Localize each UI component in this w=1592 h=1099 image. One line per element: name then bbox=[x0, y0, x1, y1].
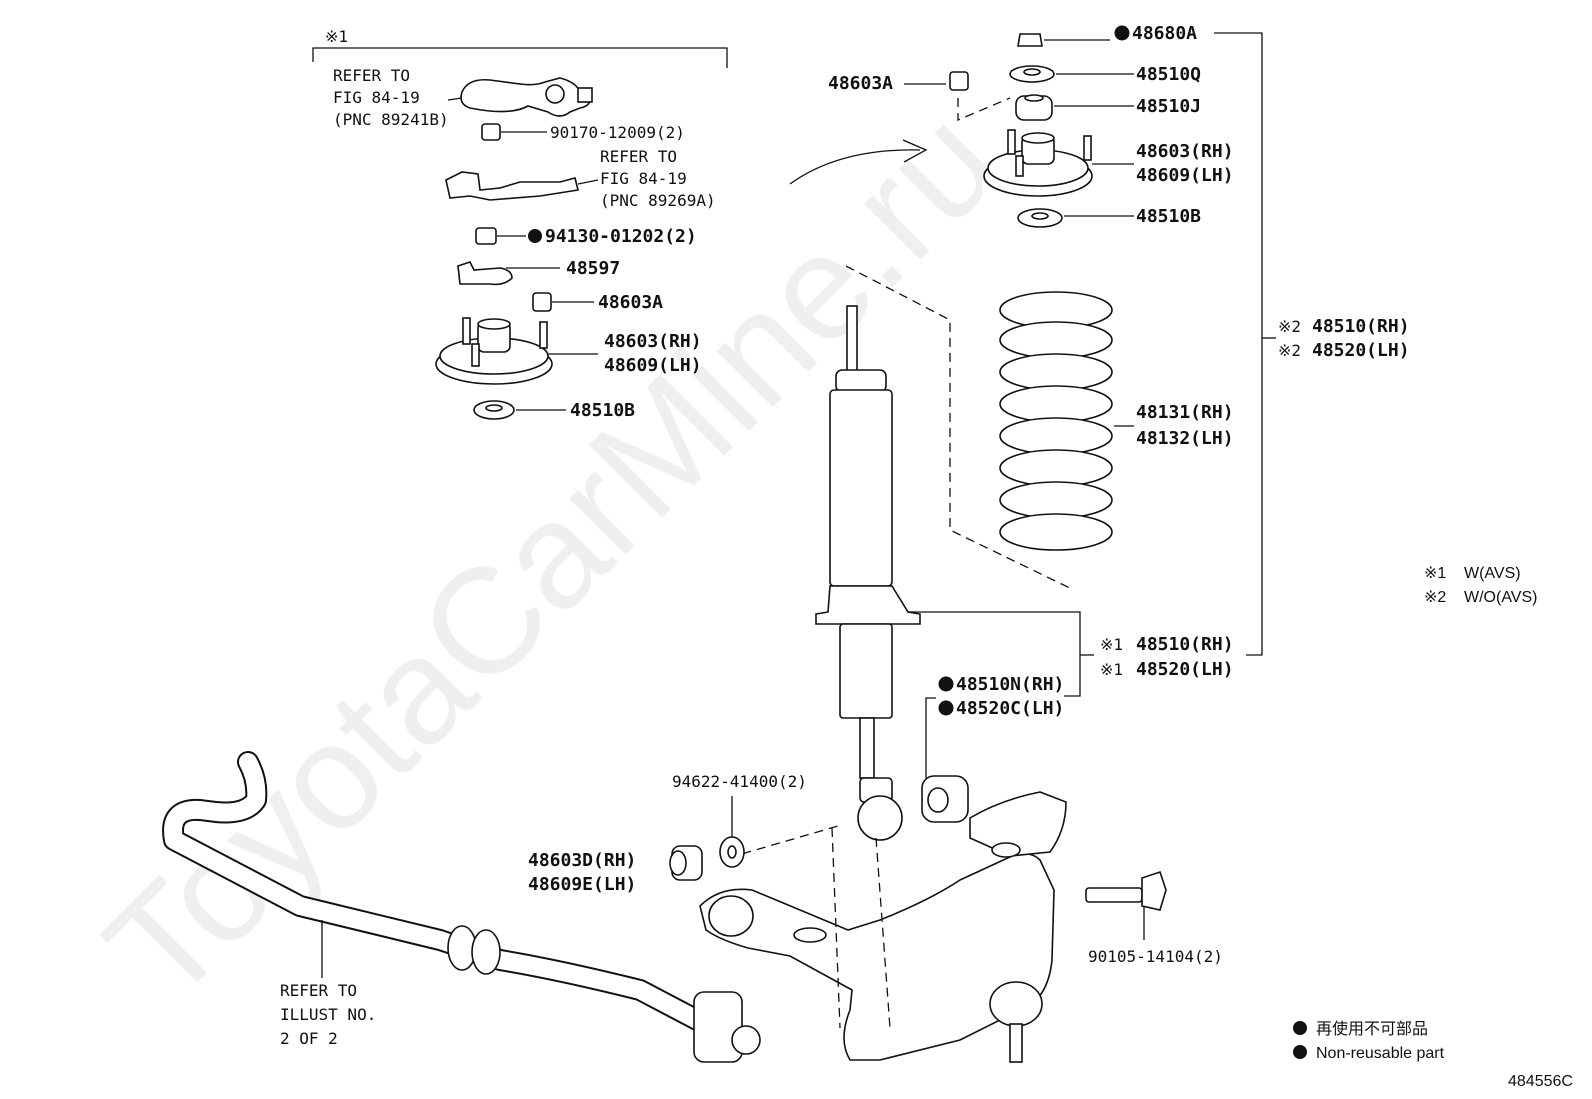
part-48510b-left: 48510B bbox=[570, 400, 635, 421]
refer-illust-2: ILLUST NO. bbox=[280, 1005, 376, 1024]
legend-nonreusable-jp: 再使用不可部品 bbox=[1316, 1020, 1428, 1038]
assembly-wo-avs-rh: 48510(RH) bbox=[1312, 316, 1410, 337]
legend-wo-avs: W/O(AVS) bbox=[1464, 589, 1537, 606]
diagram-id: 484556C bbox=[1508, 1073, 1573, 1090]
bushing-48510n-part bbox=[921, 775, 969, 823]
legend-marker-2: ※2 bbox=[1424, 589, 1446, 606]
part-90170: 90170-12009(2) bbox=[550, 123, 685, 142]
stabilizer-bushing-part bbox=[669, 845, 703, 881]
part-48603a-left: 48603A bbox=[598, 292, 663, 313]
nonreusable-dot-icon bbox=[1114, 25, 1130, 41]
assembly-w-avs-lh: 48520(LH) bbox=[1136, 659, 1234, 680]
part-48680a: 48680A bbox=[1132, 23, 1197, 44]
coil-spring-part bbox=[999, 291, 1113, 551]
part-48510n-rh: 48510N(RH) bbox=[956, 674, 1064, 695]
part-48132-lh: 48132(LH) bbox=[1136, 428, 1234, 449]
height-sensor-part bbox=[460, 77, 593, 117]
refer-label-a-1: REFER TO bbox=[333, 66, 410, 85]
legend-marker-1: ※1 bbox=[1424, 565, 1446, 582]
marker-1-rh: ※1 bbox=[1100, 635, 1123, 654]
nonreusable-dot-icon bbox=[938, 676, 954, 692]
bracket-48597-part bbox=[457, 261, 513, 286]
top-right-group: 48680A 48603A 48510Q 48510J 48603(RH) 48… bbox=[828, 23, 1263, 656]
group-bracket bbox=[312, 47, 728, 68]
sensor-link-part bbox=[445, 171, 579, 201]
nonreusable-dot-icon bbox=[938, 700, 954, 716]
assembly-w-avs-label: ※1 48510(RH) ※1 48520(LH) bbox=[1080, 634, 1234, 680]
refer-illust-1: REFER TO bbox=[280, 981, 357, 1000]
part-48510j: 48510J bbox=[1136, 96, 1201, 117]
refer-illust-3: 2 OF 2 bbox=[280, 1029, 338, 1048]
stabilizer-bar-part bbox=[162, 751, 761, 1063]
part-48520c-lh: 48520C(LH) bbox=[956, 698, 1064, 719]
legend-w-avs: W(AVS) bbox=[1464, 565, 1521, 582]
refer-label-a-3: (PNC 89241B) bbox=[333, 110, 449, 129]
top-left-group: ※1 REFER TO FIG 84-19 (PNC 89241B) 90170… bbox=[312, 27, 728, 421]
part-48510b-right: 48510B bbox=[1136, 206, 1201, 227]
part-48609-lh-right: 48609(LH) bbox=[1136, 165, 1234, 186]
assembly-w-avs-rh: 48510(RH) bbox=[1136, 634, 1234, 655]
nonreusable-dot-icon bbox=[1293, 1045, 1307, 1059]
legend-nonreusable-en: Non-reusable part bbox=[1316, 1045, 1445, 1062]
part-48609e-lh: 48609E(LH) bbox=[528, 874, 636, 895]
part-48603-rh-right: 48603(RH) bbox=[1136, 141, 1234, 162]
nonreusable-dot-icon bbox=[528, 229, 542, 243]
legend: ※1 W(AVS) ※2 W/O(AVS) 再使用不可部品 Non-reusab… bbox=[1293, 565, 1537, 1062]
bolt-90105-part bbox=[1085, 870, 1167, 911]
nonreusable-dot-icon bbox=[1293, 1021, 1307, 1035]
part-48131-rh: 48131(RH) bbox=[1136, 402, 1234, 423]
refer-label-a-2: FIG 84-19 bbox=[333, 88, 420, 107]
part-48603-rh-left: 48603(RH) bbox=[604, 331, 702, 352]
group-marker: ※1 bbox=[325, 27, 348, 46]
part-48597: 48597 bbox=[566, 258, 620, 279]
refer-label-b-2: FIG 84-19 bbox=[600, 169, 687, 188]
marker-1-lh: ※1 bbox=[1100, 660, 1123, 679]
part-48603d-rh: 48603D(RH) bbox=[528, 850, 636, 871]
marker-2-lh: ※2 bbox=[1278, 341, 1301, 360]
part-94622: 94622-41400(2) bbox=[672, 772, 807, 791]
assembly-wo-avs-lh: 48520(LH) bbox=[1312, 340, 1410, 361]
part-48609-lh-left: 48609(LH) bbox=[604, 355, 702, 376]
refer-label-b-1: REFER TO bbox=[600, 147, 677, 166]
nut-94130-icon bbox=[475, 227, 497, 245]
lower-arm-part bbox=[699, 791, 1067, 1063]
nut-48603a-icon bbox=[532, 292, 552, 312]
part-94130: 94130-01202(2) bbox=[545, 226, 697, 247]
assembly-wo-avs-label: ※2 48510(RH) ※2 48520(LH) bbox=[1262, 316, 1410, 361]
strut-support-right-part bbox=[983, 129, 1093, 197]
nut-48680a-icon bbox=[1017, 33, 1043, 47]
nut-48603a-right-icon bbox=[949, 71, 969, 91]
part-48510q: 48510Q bbox=[1136, 64, 1201, 85]
nut-90170-icon bbox=[481, 123, 501, 141]
part-48603a-right: 48603A bbox=[828, 73, 893, 94]
part-90105: 90105-14104(2) bbox=[1088, 947, 1223, 966]
marker-2-rh: ※2 bbox=[1278, 317, 1301, 336]
shock-absorber-part bbox=[815, 305, 921, 841]
arrow-icon bbox=[789, 149, 921, 185]
refer-label-b-3: (PNC 89269A) bbox=[600, 191, 716, 210]
strut-support-left-part bbox=[435, 317, 553, 385]
